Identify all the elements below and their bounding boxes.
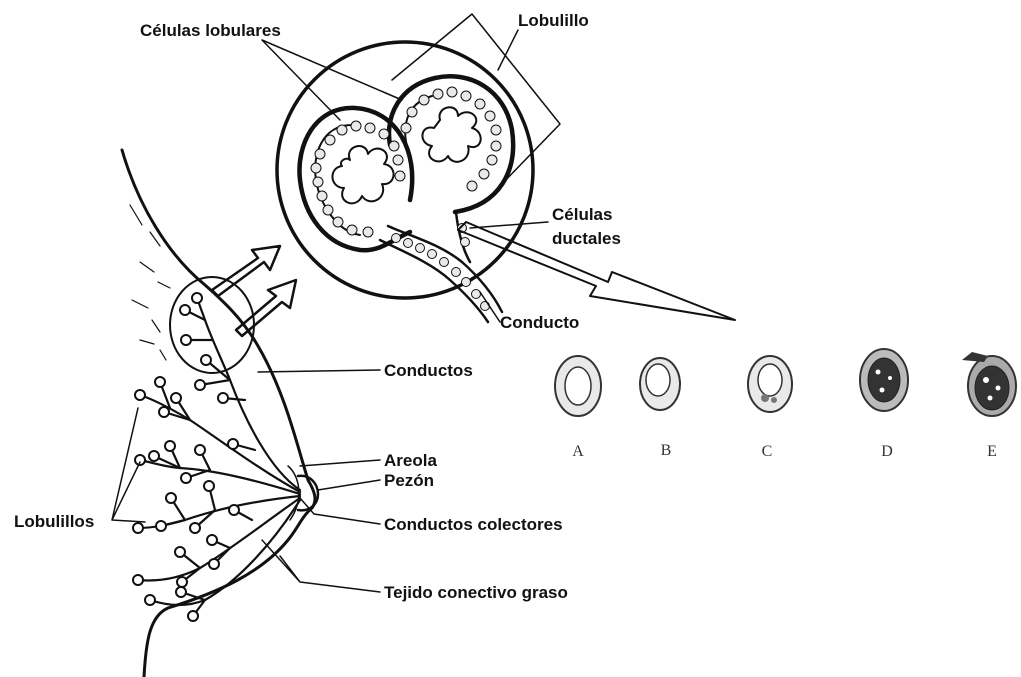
label-lobulillo: Lobulillo (518, 11, 589, 30)
stage-letter: C (762, 443, 773, 460)
leader-celulas-lobulares (262, 40, 402, 120)
stage-c-cell (748, 356, 792, 412)
stage-d-cell (860, 349, 908, 411)
label-tejido: Tejido conectivo graso (384, 583, 568, 602)
cell-stages: A B C D E (555, 349, 1016, 460)
label-lobulillos: Lobulillos (14, 512, 94, 531)
leader-pezon (318, 480, 380, 490)
lobular-cells-right (401, 87, 501, 191)
lumen-left (332, 146, 393, 203)
acinus-right-inner (405, 96, 432, 150)
label-pezon: Pezón (384, 471, 434, 490)
stage-letter: B (661, 442, 672, 459)
leader-celulas-ductales (470, 222, 548, 228)
label-celulas: Células (552, 205, 612, 224)
lumen-right (422, 107, 480, 162)
labels: Células lobulares Lobulillo Células duct… (14, 11, 621, 602)
stage-e-cell (962, 352, 1016, 416)
label-conductos: Conductos (384, 361, 473, 380)
stage-a-cell (555, 356, 601, 416)
stage-letter: E (987, 443, 997, 460)
leader-conductos (258, 370, 380, 372)
duct-tree (138, 298, 300, 616)
duct-tube-right (456, 212, 470, 262)
leader-conductos-colectores (300, 498, 380, 524)
label-conducto: Conducto (500, 313, 579, 332)
label-conductos-colectores: Conductos colectores (384, 515, 563, 534)
stage-b-cell (640, 358, 680, 410)
label-areola: Areola (384, 451, 437, 470)
label-celulas-lobulares: Células lobulares (140, 21, 281, 40)
stage-letter: D (881, 443, 893, 460)
leader-areola (300, 460, 380, 466)
stage-letter: A (572, 443, 584, 460)
magnified-lobule (277, 14, 560, 322)
chest-fascia-strokes (130, 205, 170, 360)
label-ductales: ductales (552, 229, 621, 248)
